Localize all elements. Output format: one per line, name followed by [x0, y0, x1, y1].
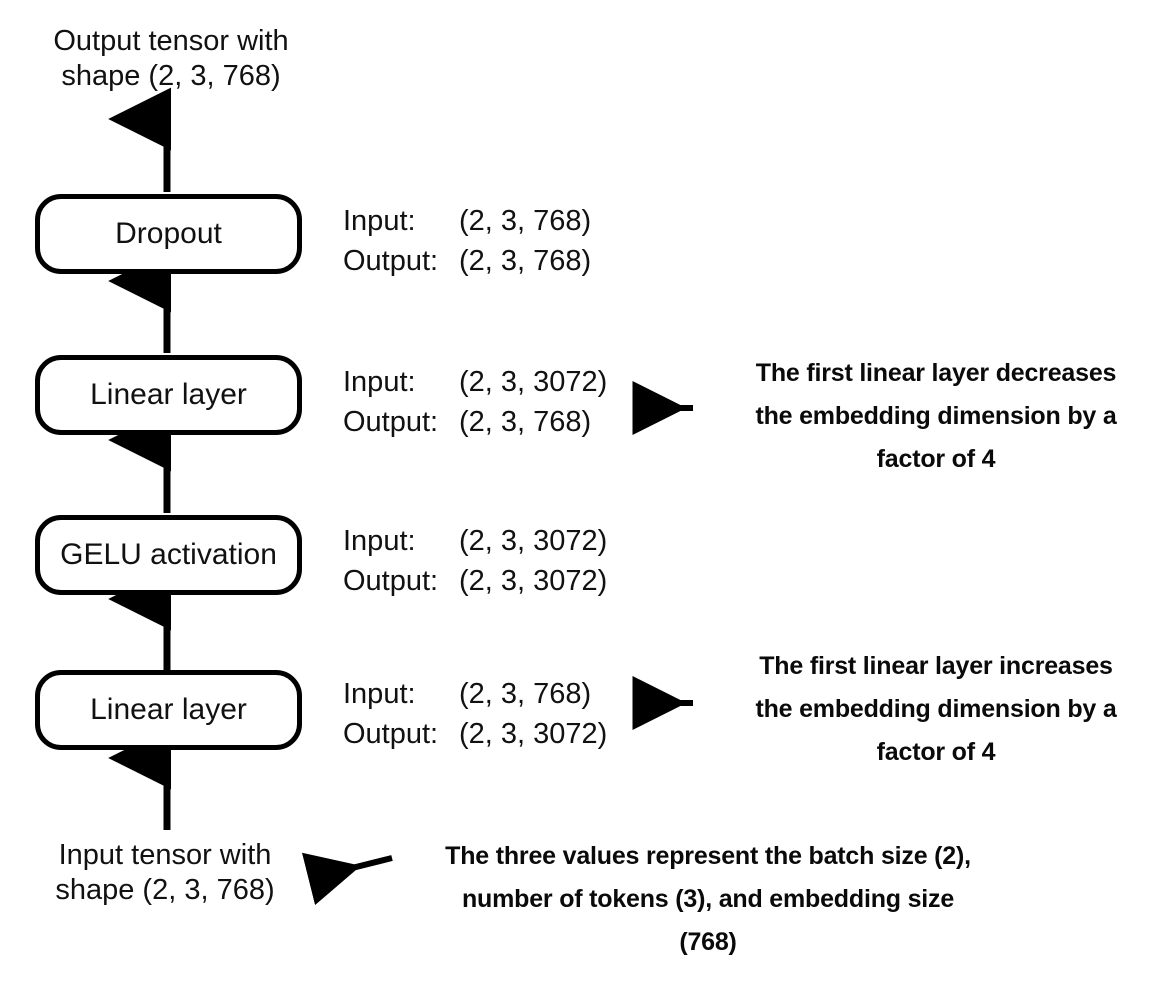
shape-output-value: (2, 3, 768) [459, 405, 592, 438]
shape-output-key: Output: [343, 717, 439, 750]
shape-output-value: (2, 3, 3072) [459, 564, 608, 597]
shape-output-key: Output: [343, 564, 439, 597]
node-gelu-activation-label: GELU activation [60, 538, 277, 571]
shape-input-key: Input: [343, 525, 416, 557]
shape-output-key: Output: [343, 244, 439, 277]
shape-output-key: Output: [343, 405, 439, 438]
shape-input-key: Input: [343, 205, 416, 237]
node-dropout-label: Dropout [115, 217, 222, 250]
shape-output-value: (2, 3, 768) [459, 244, 592, 277]
shape-input-value: (2, 3, 768) [459, 205, 592, 237]
node-dropout[interactable]: Dropout [35, 194, 302, 274]
node-gelu-activation[interactable]: GELU activation [35, 515, 302, 595]
shape-input-value: (2, 3, 768) [459, 678, 592, 710]
shape-block-linear-layer-bottom: Input: (2, 3, 768) Output: (2, 3, 3072) [343, 676, 607, 753]
node-linear-layer-top-label: Linear layer [90, 378, 247, 411]
shape-input-value: (2, 3, 3072) [459, 366, 608, 398]
output-tensor-label: Output tensor with shape (2, 3, 768) [53, 25, 289, 93]
annotation-increase-note: The first linear layer increases the emb… [755, 652, 1117, 766]
arrow-shape-meaning-note [301, 852, 393, 906]
input-tensor-label: Input tensor with shape (2, 3, 768) [55, 839, 275, 907]
node-linear-layer-bottom[interactable]: Linear layer [35, 670, 302, 750]
shape-block-gelu-activation: Input: (2, 3, 3072) Output: (2, 3, 3072) [343, 523, 607, 600]
shape-block-linear-layer-top: Input: (2, 3, 3072) Output: (2, 3, 768) [343, 364, 607, 441]
annotation-shape-meaning-note: The three values represent the batch siz… [445, 842, 971, 956]
shape-output-value: (2, 3, 3072) [459, 717, 608, 750]
annotation-decrease-note: The first linear layer decreases the emb… [755, 359, 1117, 473]
node-linear-layer-bottom-label: Linear layer [90, 693, 247, 726]
node-linear-layer-top[interactable]: Linear layer [35, 355, 302, 435]
shape-input-value: (2, 3, 3072) [459, 525, 608, 557]
shape-block-dropout: Input: (2, 3, 768) Output: (2, 3, 768) [343, 203, 591, 280]
shape-input-key: Input: [343, 678, 416, 710]
shape-input-key: Input: [343, 366, 416, 398]
